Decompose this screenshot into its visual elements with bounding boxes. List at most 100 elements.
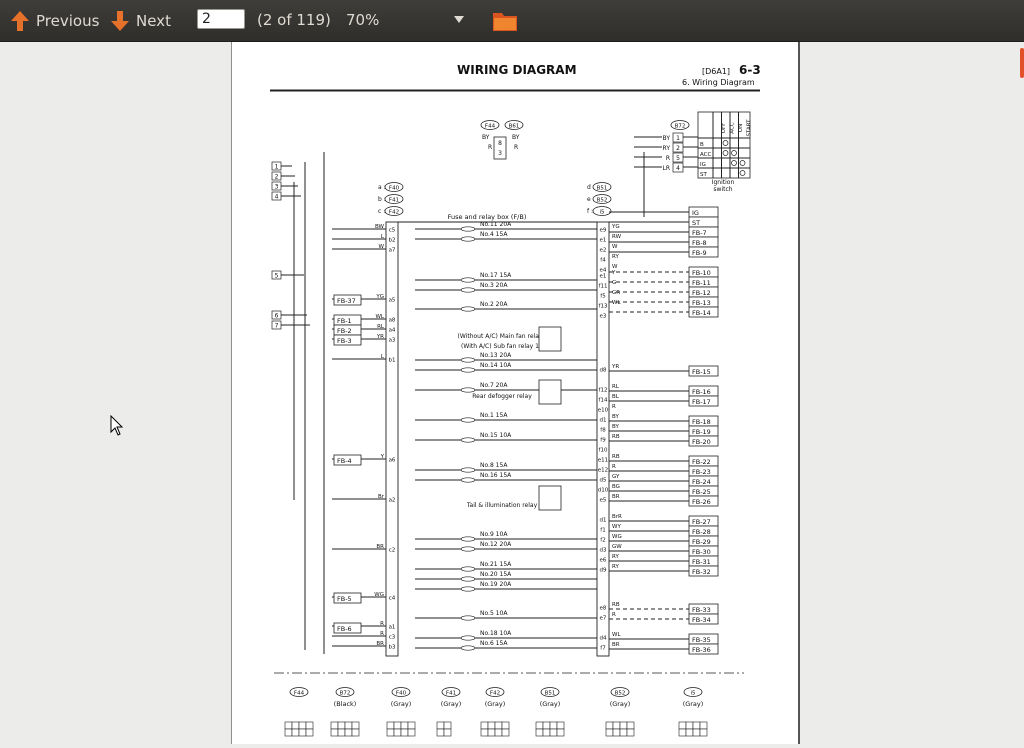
terminal-id: d10 [598, 488, 609, 494]
wire-color: BY [482, 134, 490, 141]
terminal-id: f13 [599, 304, 608, 310]
right-fb-terminal: FB-10 [692, 269, 711, 277]
pin-cell [678, 721, 687, 730]
terminal-id: a2 [389, 498, 396, 504]
wire-color: G [612, 280, 616, 286]
right-fb-terminal: FB-23 [692, 468, 711, 476]
previous-button[interactable]: Previous [10, 0, 99, 41]
pin-cell [678, 728, 687, 737]
pin-cell [501, 728, 510, 737]
terminal-box [333, 592, 362, 604]
connector-oval [610, 687, 630, 697]
fusebox-right-terminals [596, 221, 610, 657]
legend-key: e : [587, 196, 595, 203]
fuse-label: No.14 10A [480, 362, 512, 369]
page-number-input[interactable] [197, 9, 245, 29]
ignition-label: Ignition [712, 179, 735, 186]
terminal-id: e6 [600, 558, 607, 564]
fuse-symbol [460, 367, 476, 373]
terminal-id: f12 [599, 388, 608, 394]
pin-cell [291, 728, 300, 737]
fuse-symbol [460, 546, 476, 552]
terminal-id: f2 [600, 538, 605, 544]
wire-color: YR [376, 334, 384, 340]
pin-cell [605, 728, 614, 737]
relay-label: (Without A/C) Main fan relay [458, 333, 543, 340]
fuse-label: No.13 20A [480, 352, 512, 359]
right-fb-terminal: FB-11 [692, 279, 711, 287]
right-fb-terminal: FB-28 [692, 528, 711, 536]
relay-label: Rear defogger relay [472, 393, 532, 400]
doc-code: [D6A1] [702, 67, 730, 76]
connector-oval [592, 194, 612, 204]
relay-box [538, 485, 562, 511]
wire-color: GR [612, 290, 620, 296]
wire-color: WL [612, 300, 621, 306]
fuse-label: No.12 20A [480, 541, 512, 548]
wire-color: WG [374, 592, 384, 598]
right-fb-terminal: FB-35 [692, 636, 711, 644]
terminal-id: a3 [389, 338, 396, 344]
terminal-id: f1 [600, 528, 605, 534]
wire-color: BY [512, 134, 520, 141]
connector-oval [391, 687, 411, 697]
wire-color: YG [611, 224, 620, 230]
ignition-pin: 4 [676, 165, 680, 172]
vertical-scrollbar[interactable] [1016, 42, 1024, 744]
wiring-diagram: WIRING DIAGRAM[D6A1]6-36. Wiring Diagram… [270, 63, 761, 737]
terminal-id: a4 [389, 328, 396, 334]
right-fb-terminal: FB-29 [692, 538, 711, 546]
pin-cell [619, 721, 628, 730]
right-fb-terminal: FB-22 [692, 458, 711, 466]
pin-cell [393, 721, 402, 730]
connector-name: F41 [389, 197, 399, 203]
right-fb-terminal: FB-34 [692, 616, 711, 624]
pin-cell [284, 728, 293, 737]
right-fb-terminal: FB-25 [692, 488, 711, 496]
pin-cell [305, 728, 314, 737]
pin-cell [344, 721, 353, 730]
terminal-id: c5 [389, 228, 396, 234]
right-fb-terminal: FB-27 [692, 518, 711, 526]
scrollbar-thumb[interactable] [1020, 48, 1024, 78]
terminal-id: f10 [599, 448, 608, 454]
pin-cell [298, 721, 307, 730]
connector-box [493, 136, 507, 160]
bottom-connector-name: F44 [294, 690, 305, 696]
ignition-pin: 5 [676, 155, 680, 162]
bottom-connector-name: B72 [340, 690, 351, 696]
wire-color: BR [376, 641, 384, 647]
terminal-id: f7 [600, 646, 606, 652]
left-fb-terminal: FB-5 [337, 595, 352, 603]
folder-icon[interactable] [492, 10, 518, 32]
relay-label: (With A/C) Sub fan relay 1 [461, 343, 539, 350]
terminal-id: c3 [389, 635, 396, 641]
connector-oval [384, 182, 404, 192]
terminal-id: a6 [389, 458, 396, 464]
wire-color: BY [663, 135, 671, 142]
legend-key: f : [587, 208, 593, 215]
terminal-id: e4 [600, 268, 607, 274]
pin-cell [549, 728, 558, 737]
bottom-connector-color: (Gray) [610, 700, 631, 708]
pin-cell [487, 728, 496, 737]
pin-cell [535, 728, 544, 737]
connector-oval [480, 120, 500, 130]
pin-cell [386, 728, 395, 737]
pin-cell [330, 721, 339, 730]
pin-cell [298, 728, 307, 737]
fuse-label: No.2 20A [480, 301, 508, 308]
bottom-connector-name: F42 [490, 690, 500, 696]
fuse-symbol [460, 477, 476, 483]
terminal-id: e7 [600, 616, 607, 622]
side-pin: 4 [275, 194, 279, 201]
wire-color: RB [612, 602, 620, 608]
bottom-connector-name: F40 [396, 690, 407, 696]
next-button[interactable]: Next [110, 0, 171, 41]
previous-label: Previous [36, 11, 100, 30]
wire-color: WL [375, 314, 384, 320]
zoom-select[interactable]: 70% [346, 11, 468, 31]
fuse-label: No.11 20A [480, 221, 512, 228]
pin-cell [619, 728, 628, 737]
